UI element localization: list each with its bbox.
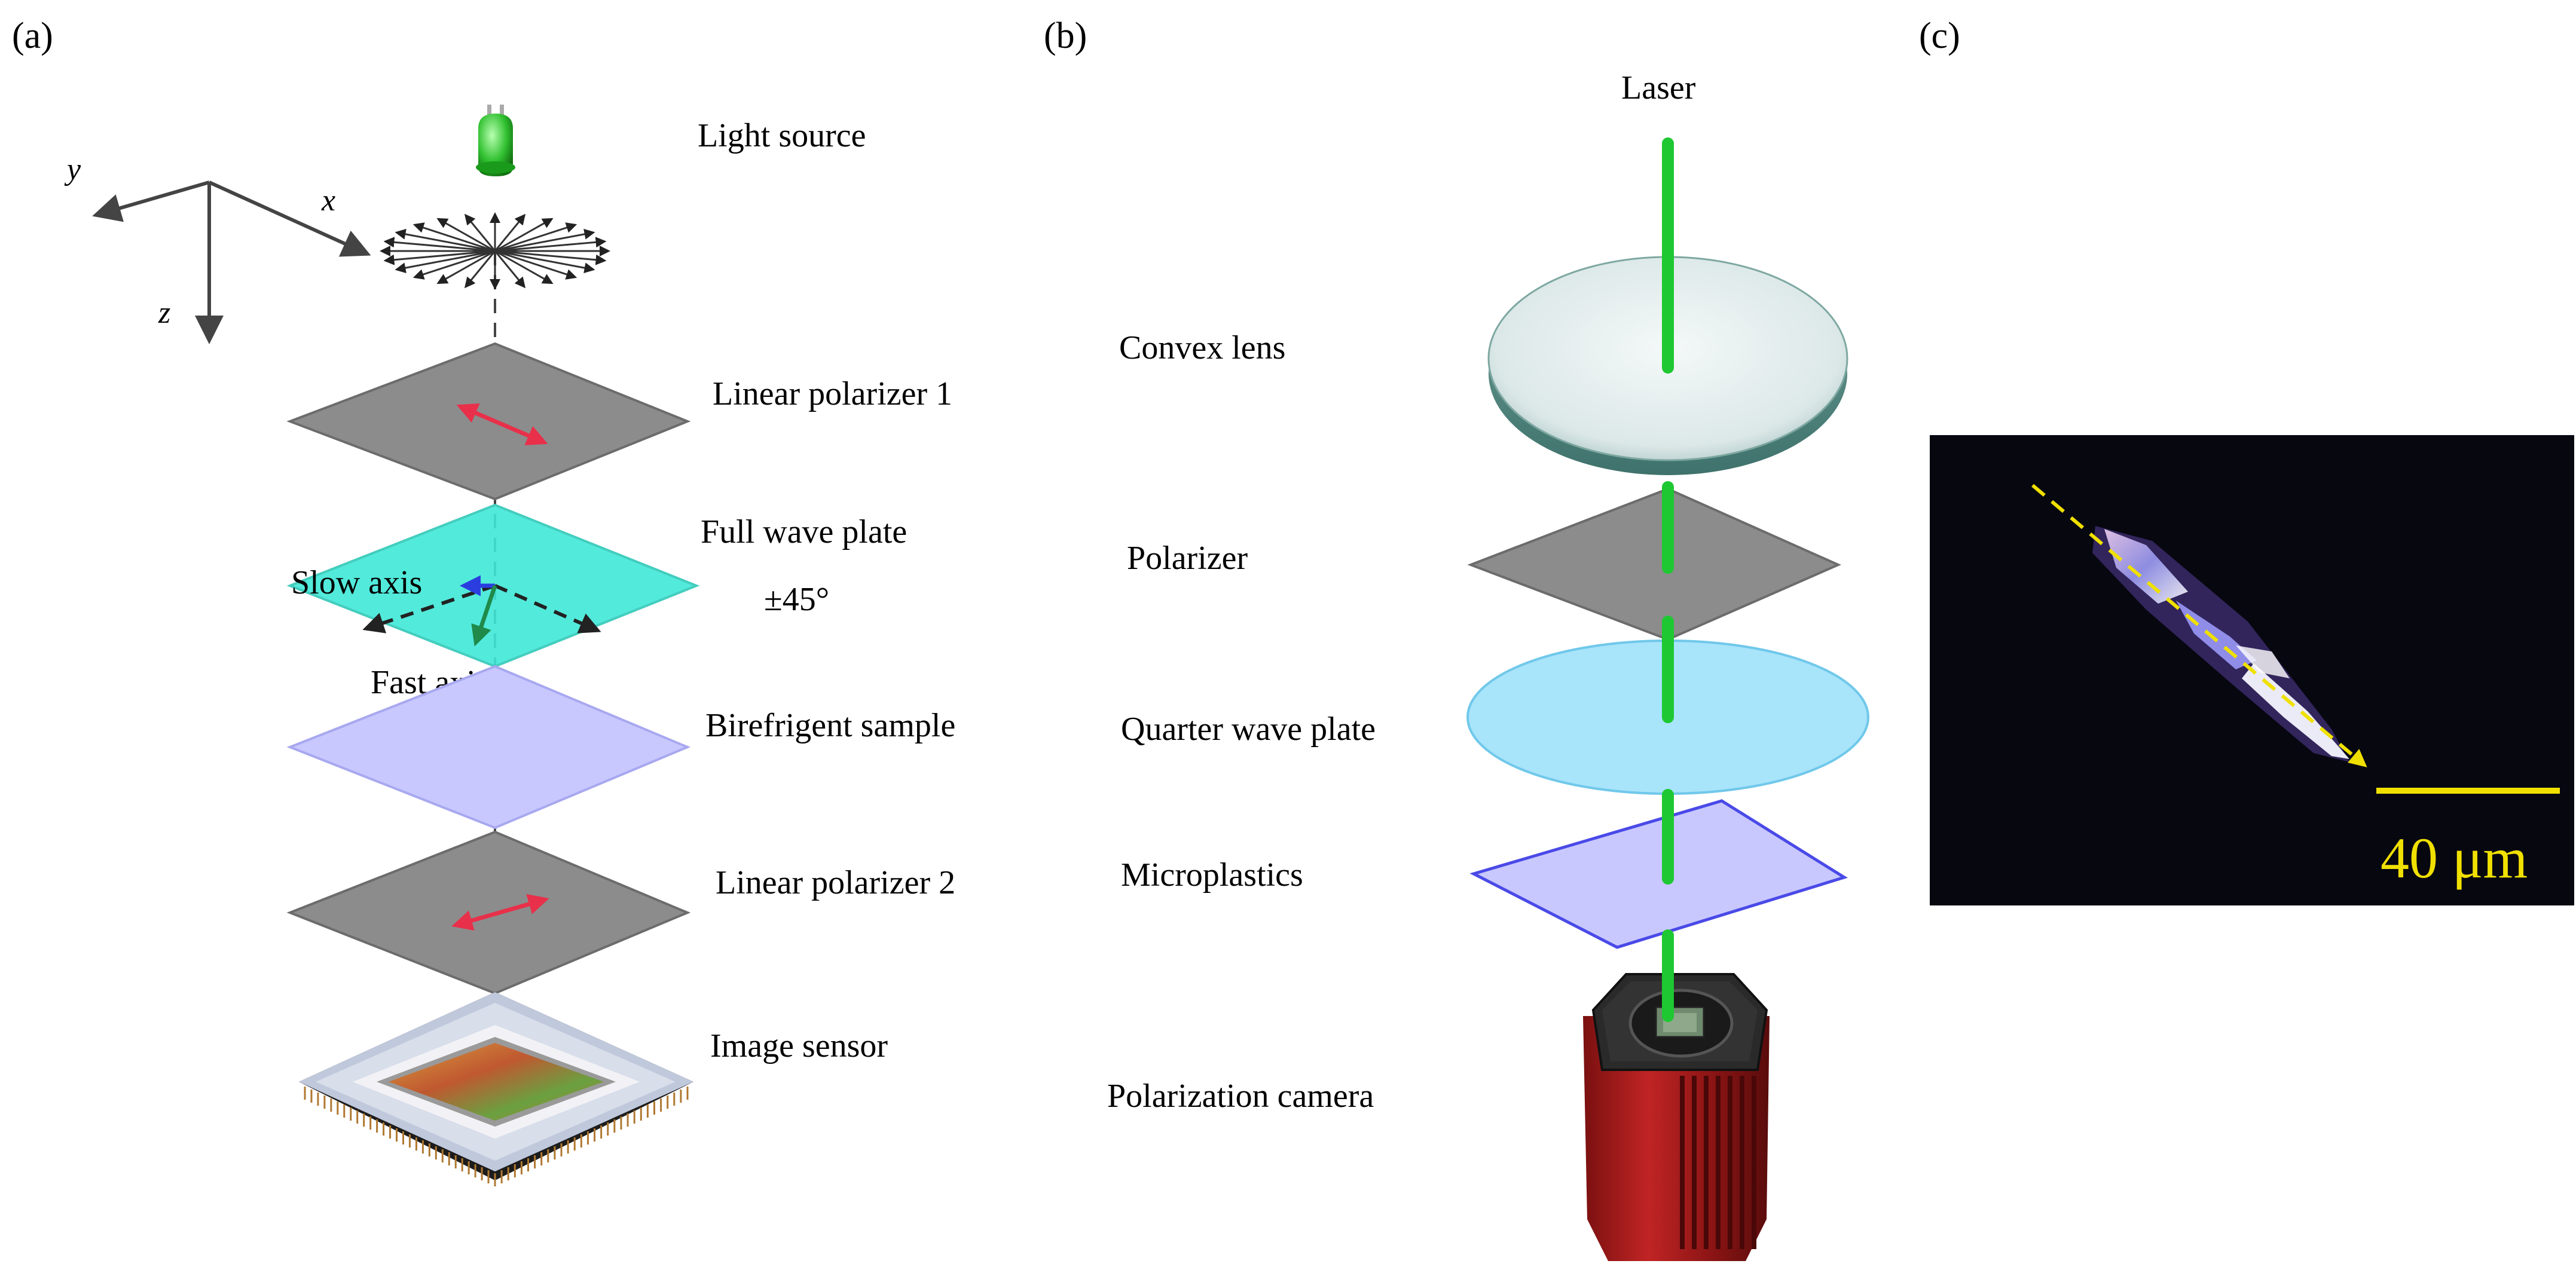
birefringent-sample-label: Birefrigent sample (705, 707, 955, 744)
x-axis-label: x (321, 183, 335, 218)
convex-lens-label: Convex lens (1119, 329, 1285, 366)
laser-label: Laser (1621, 69, 1696, 106)
z-axis-label: z (158, 296, 170, 330)
full-wave-plate-label: Full wave plate (701, 513, 907, 550)
unpolarized-light-icon (380, 212, 610, 290)
microplastics-plate (1469, 799, 1848, 949)
orientation-axis-line (2031, 484, 2367, 767)
panel-c-label: (c) (1919, 16, 1960, 56)
x-axis-arrow (208, 180, 371, 257)
y-axis-label: y (64, 152, 81, 186)
fast-axis-line (494, 584, 601, 634)
polarization-arrow-2 (451, 894, 549, 931)
polarization-camera-icon (1583, 929, 1770, 1261)
convex-lens (1487, 251, 1848, 475)
polarizer (1467, 487, 1841, 641)
panel-a: (a) y x z Light source Linear polarizer … (12, 16, 955, 1186)
angle-label: ±45° (764, 581, 829, 618)
image-sensor-icon (299, 992, 693, 1186)
scale-bar-label: 40 μm (2381, 826, 2528, 890)
polarizer-label: Polarizer (1127, 540, 1248, 577)
panel-a-label: (a) (12, 16, 53, 56)
panel-b-label: (b) (1044, 16, 1087, 56)
slow-axis-label: Slow axis (291, 564, 422, 601)
image-sensor-label: Image sensor (710, 1027, 888, 1064)
linear-polarizer-2-label: Linear polarizer 2 (716, 864, 955, 901)
quarter-wave-plate-label: Quarter wave plate (1121, 711, 1376, 748)
polarization-arrow-1 (456, 403, 548, 446)
polarization-camera-label: Polarization camera (1107, 1078, 1374, 1115)
birefringent-sample (286, 665, 691, 830)
panel-c: (c) 40 μm (1919, 16, 2574, 905)
linear-polarizer-1-label: Linear polarizer 1 (713, 375, 952, 412)
microplastic-particle (2092, 526, 2349, 762)
y-axis-arrow (92, 180, 210, 222)
led-icon (476, 105, 515, 176)
panel-b: (b) Laser Convex lens Polarizer Quarter … (1044, 16, 1869, 1261)
fast-axis-vector (471, 585, 497, 647)
microplastics-label: Microplastics (1121, 856, 1303, 894)
sensor-pins (304, 1087, 689, 1186)
linear-polarizer-1 (286, 342, 691, 501)
light-source-label: Light source (698, 117, 866, 154)
coordinate-axes: y x z (64, 152, 371, 344)
linear-polarizer-2 (286, 830, 691, 995)
